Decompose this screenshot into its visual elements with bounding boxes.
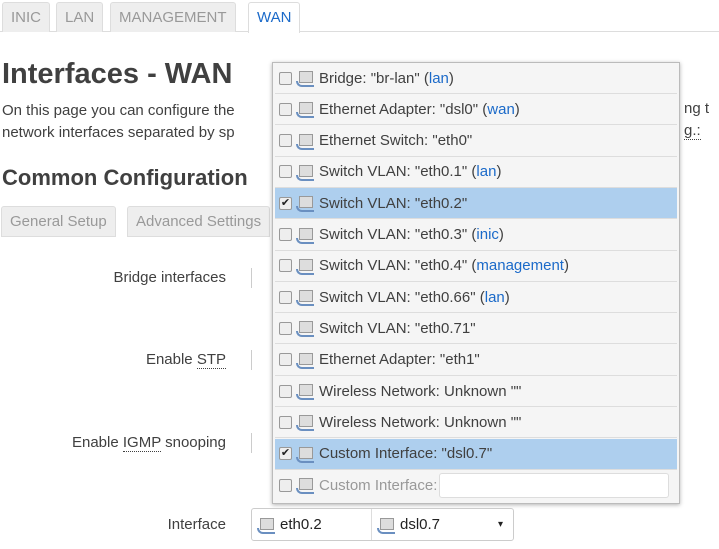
network-link[interactable]: lan [428,69,449,87]
igmp-abbr: IGMP [122,434,161,452]
network-link[interactable]: management [476,257,564,275]
dropdown-option[interactable]: Switch VLAN: "eth0.1" (lan) [275,157,677,188]
description: On this page you can configure the networ… [2,100,262,144]
checkbox[interactable] [279,290,292,304]
selected-dsl0-7: dsl0.7 [372,509,440,540]
interface-icon [295,288,315,307]
ethernet-icon [376,516,396,534]
network-link[interactable]: lan [476,163,497,181]
custom-interface-input[interactable] [439,472,670,498]
checkbox-edge[interactable] [251,433,254,453]
interface-label: Interface [167,516,226,533]
option-label: Wireless Network: Unknown "" [319,413,522,431]
interface-tabs: INIC LAN MANAGEMENT WAN [0,0,719,33]
dropdown-option[interactable]: Switch VLAN: "eth0.66" (lan) [275,282,677,314]
dropdown-option[interactable]: Switch VLAN: "eth0.71" [275,313,677,345]
selected-value: eth0.2 [280,516,322,533]
enable-stp-label: Enable STP [145,351,226,369]
tab-lan[interactable]: LAN [56,2,104,32]
custom-interface-option[interactable]: Custom Interface: [275,470,677,501]
stp-abbr: STP [196,351,226,369]
interface-icon [295,445,315,463]
interface-icon [295,226,315,244]
interface-icon [295,351,315,369]
section-title: Common Configuration [2,165,248,190]
interface-icon [295,476,315,495]
tab-management[interactable]: MANAGEMENT [110,2,236,32]
desc-line2-end: g.: [684,122,701,140]
interface-icon [295,194,315,213]
checkbox[interactable] [279,415,292,429]
desc-line2: network interfaces separated by sp [2,124,235,141]
checkbox[interactable] [279,228,292,241]
option-label: Switch VLAN: "eth0.71" [319,319,476,337]
chevron-down-icon[interactable]: ▾ [497,519,503,530]
checkbox[interactable]: ✔ [279,447,292,461]
dropdown-option[interactable]: Ethernet Adapter: "dsl0" (wan) [275,94,677,126]
checkbox[interactable] [279,321,292,335]
tab-inic[interactable]: INIC [2,2,50,32]
interface-icon [295,132,315,150]
interface-select[interactable]: eth0.2 dsl0.7 ▾ [251,508,514,541]
custom-label: Custom Interface: [319,476,438,494]
checkbox-edge[interactable] [251,268,254,288]
option-label: Ethernet Adapter: "eth1" [319,351,480,369]
selected-value: dsl0.7 [400,516,441,533]
interface-icon [295,382,315,400]
igmp-post: snooping [160,434,226,451]
interface-icon [295,163,315,181]
option-label: Bridge: "br-lan" [319,69,420,87]
dropdown-option[interactable]: Wireless Network: Unknown "" [275,407,677,439]
checkbox[interactable] [279,259,292,273]
stp-pre: Enable [145,351,197,368]
page-title: Interfaces - WAN [2,58,233,90]
desc-line1: On this page you can configure the [2,102,235,119]
igmp-pre: Enable [71,434,123,451]
network-link[interactable]: inic [476,226,499,243]
tab-general-setup[interactable]: General Setup [1,206,116,237]
tab-advanced-settings[interactable]: Advanced Settings [127,206,271,237]
network-link[interactable]: lan [484,288,505,306]
checkbox[interactable] [279,102,292,116]
option-label: Switch VLAN: "eth0.4" [319,257,468,275]
checkbox-edge[interactable] [251,350,254,370]
bridge-interfaces-label: Bridge interfaces [113,269,226,286]
checkbox[interactable] [279,353,292,367]
interface-icon [295,100,315,119]
option-label: Switch VLAN: "eth0.1" [319,163,468,181]
dropdown-option[interactable]: Bridge: "br-lan" (lan) [275,63,677,94]
interface-dropdown-list: Bridge: "br-lan" (lan)Ethernet Adapter: … [272,62,680,504]
checkbox[interactable]: ✔ [279,196,292,210]
network-link[interactable]: wan [487,100,515,118]
interface-icon [295,413,315,432]
option-label: Wireless Network: Unknown "" [319,382,522,400]
option-label: Ethernet Adapter: "dsl0" [319,100,479,118]
desc-line1-end: ng t [684,100,710,117]
option-label: Custom Interface: "dsl0.7" [319,445,493,463]
dropdown-option[interactable]: Ethernet Adapter: "eth1" [275,345,677,376]
dropdown-option[interactable]: Wireless Network: Unknown "" [275,376,677,407]
selected-eth0-2: eth0.2 [252,509,372,540]
checkbox[interactable] [279,478,292,492]
switch-icon [256,516,276,534]
tab-wan[interactable]: WAN [248,2,301,33]
option-label: Switch VLAN: "eth0.2" [319,194,468,212]
dropdown-option[interactable]: Ethernet Switch: "eth0" [275,126,677,157]
dropdown-option[interactable]: ✔ Custom Interface: "dsl0.7" [275,438,677,470]
checkbox[interactable] [279,165,292,179]
interface-icon [295,257,315,275]
checkbox[interactable] [279,71,292,85]
interface-icon [295,69,315,87]
option-label: Switch VLAN: "eth0.66" [319,288,476,306]
checkbox[interactable] [279,384,292,398]
dropdown-option[interactable]: Switch VLAN: "eth0.4" (management) [275,251,677,282]
dropdown-option[interactable]: Switch VLAN: "eth0.3" (inic) [275,220,677,251]
interface-icon [295,319,315,338]
checkbox[interactable] [279,134,292,148]
option-label: Switch VLAN: "eth0.3" [319,226,468,243]
dropdown-option[interactable]: ✔ Switch VLAN: "eth0.2" [275,188,677,220]
enable-igmp-label: Enable IGMP snooping [71,434,226,452]
option-label: Ethernet Switch: "eth0" [319,132,473,150]
